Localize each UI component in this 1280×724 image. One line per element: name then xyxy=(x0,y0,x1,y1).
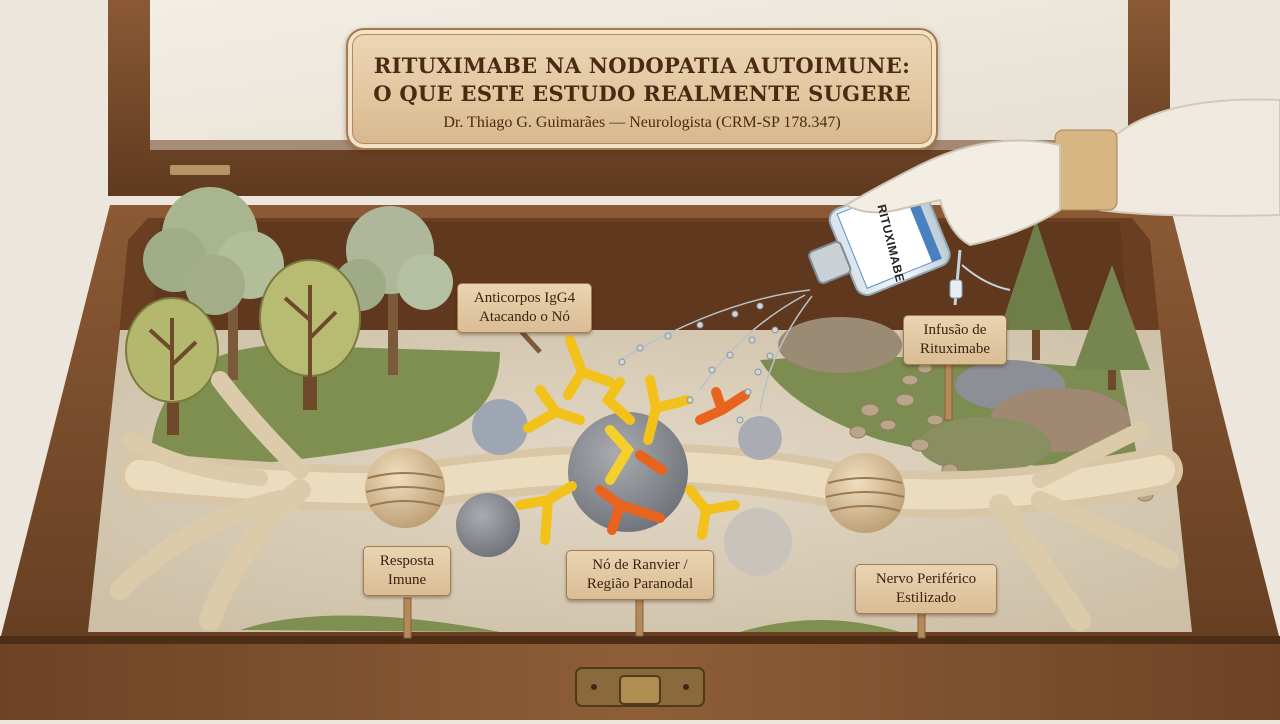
felt-tree-2 xyxy=(259,259,361,410)
sign-immune-response: Resposta Imune xyxy=(363,546,451,596)
gloved-hand xyxy=(843,98,1280,247)
lichen-tree-left xyxy=(143,187,284,380)
sign-node-line2: Região Paranodal xyxy=(586,576,694,592)
sign-infusion: Infusão de Rituximabe xyxy=(903,315,1007,365)
node-bead-right xyxy=(825,453,905,533)
immune-cells xyxy=(456,399,792,576)
antibody-cluster xyxy=(515,335,750,545)
pine-trees-right xyxy=(1000,220,1150,390)
sign-node-line1: Nó de Ranvier / xyxy=(592,557,688,573)
node-bead-left xyxy=(365,448,445,528)
sign-nerve-line2: Estilizado xyxy=(896,590,956,606)
title-plaque: RITUXIMABE NA NODOPATIA AUTOIMUNE: O QUE… xyxy=(346,28,938,150)
sign-nerve-line1: Nervo Periférico xyxy=(875,571,977,587)
sign-antibodies-line1: Anticorpos IgG4 xyxy=(473,290,576,306)
sign-infusion-line1: Infusão de xyxy=(923,322,987,338)
sign-immune-line1: Resposta xyxy=(379,553,435,569)
sign-immune-line2: Imune xyxy=(387,572,427,588)
sign-infusion-line2: Rituximabe xyxy=(920,341,990,357)
felt-tree-1 xyxy=(125,297,219,435)
author-credit: Dr. Thiago G. Guimarães — Neurologista (… xyxy=(443,114,841,131)
title-line-1: RITUXIMABE NA NODOPATIA AUTOIMUNE: xyxy=(373,53,911,78)
sign-antibodies-line2: Atacando o Nó xyxy=(479,309,570,325)
sign-antibodies: Anticorpos IgG4 Atacando o Nó xyxy=(457,283,592,333)
sign-ranvier-node: Nó de Ranvier / Região Paranodal xyxy=(566,550,714,600)
infusion-spray xyxy=(618,289,813,424)
sign-peripheral-nerve: Nervo Periférico Estilizado xyxy=(855,564,997,614)
title-line-2: O QUE ESTE ESTUDO REALMENTE SUGERE xyxy=(373,81,911,106)
